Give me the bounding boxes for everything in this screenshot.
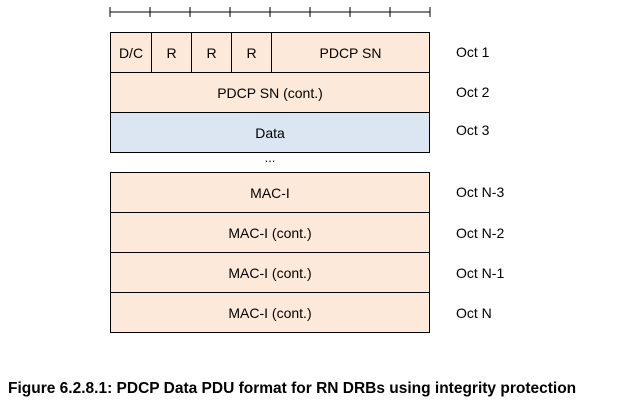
reserved-field-3: R [231,33,271,72]
figure-caption: Figure 6.2.8.1: PDCP Data PDU format for… [8,380,577,397]
octet-label-3: Oct 3 [456,122,490,138]
mac-i-cont-field-2: MAC-I (cont.) [111,253,429,292]
octet-label-n: Oct N [456,305,492,321]
octet-label-1: Oct 1 [456,44,490,60]
mac-i-cont-label-3: MAC-I (cont.) [228,304,312,321]
pdu-row-data: Data [110,112,430,153]
octet-label-n-1: Oct N-1 [456,265,505,281]
reserved-field-1-label: R [166,44,177,61]
octet-label-n-2: Oct N-2 [456,225,505,241]
pdcp-sn-cont-field: PDCP SN (cont.) [111,73,429,112]
continuation-ellipsis: ... [264,150,276,165]
reserved-field-1: R [151,33,191,72]
pdu-row-oct1: D/C R R R PDCP SN [110,32,430,73]
pdcp-sn-cont-label: PDCP SN (cont.) [217,84,323,101]
pdcp-sn-field: PDCP SN [271,33,429,72]
dc-field-label: D/C [118,44,144,61]
pdu-row-mac-i-cont-1: MAC-I (cont.) [110,212,430,253]
pdu-row-mac-i-cont-3: MAC-I (cont.) [110,292,430,333]
pdu-row-mac-i-cont-2: MAC-I (cont.) [110,252,430,293]
mac-i-field-label: MAC-I [250,184,290,201]
mac-i-cont-field-1: MAC-I (cont.) [111,213,429,252]
pdu-row-mac-i: MAC-I [110,172,430,213]
reserved-field-2: R [191,33,231,72]
reserved-field-3-label: R [246,44,257,61]
mac-i-cont-label-2: MAC-I (cont.) [228,264,312,281]
pdu-row-oct2: PDCP SN (cont.) [110,72,430,113]
mac-i-field: MAC-I [111,173,429,212]
data-field-label: Data [255,124,285,141]
data-field: Data [111,113,429,152]
mac-i-cont-field-3: MAC-I (cont.) [111,293,429,332]
pdcp-sn-field-label: PDCP SN [319,44,382,61]
dc-field: D/C [111,33,151,72]
octet-label-2: Oct 2 [456,84,490,100]
mac-i-cont-label-1: MAC-I (cont.) [228,224,312,241]
reserved-field-2-label: R [206,44,217,61]
octet-label-n-3: Oct N-3 [456,184,505,200]
bit-ruler [109,7,431,17]
